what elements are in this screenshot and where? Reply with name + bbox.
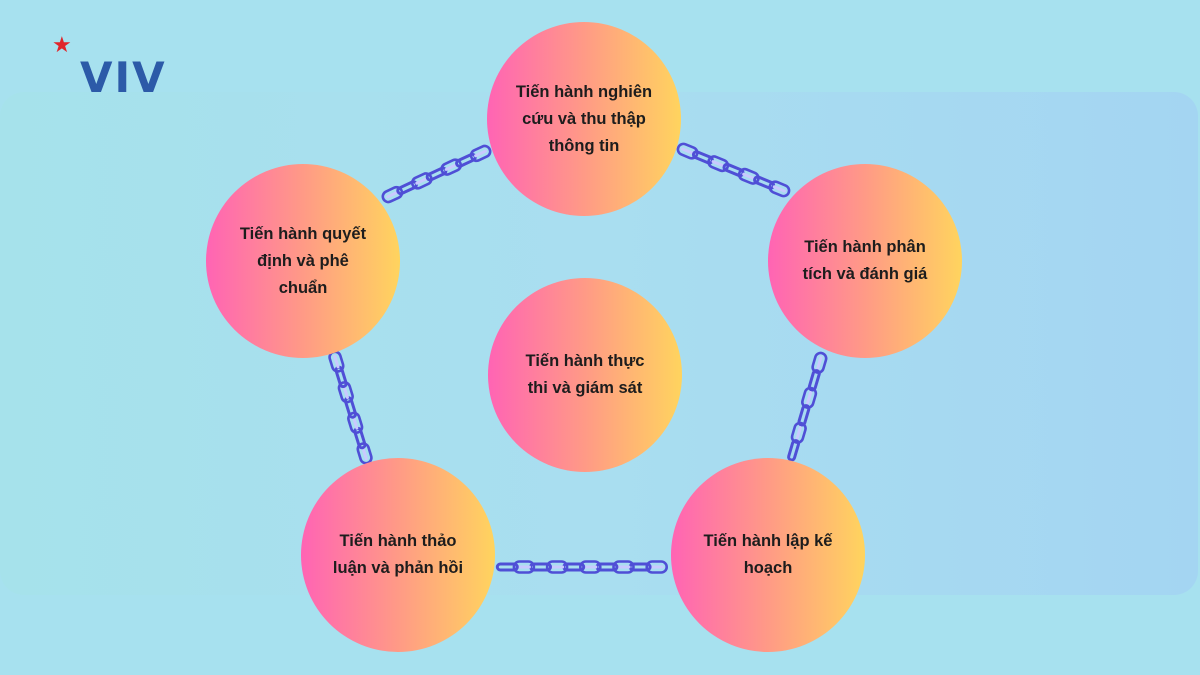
chain-link-highlight xyxy=(352,416,359,430)
node-label-planning: Tiến hành lập kế hoạch xyxy=(703,532,833,577)
chain-link xyxy=(337,381,354,404)
chain-link-highlight xyxy=(742,172,756,180)
chain-link-highlight xyxy=(649,565,664,569)
node-label-research: Tiến hành nghiên cứu và thu thập thông t… xyxy=(515,82,653,155)
node-decision: Tiến hành quyết định và phê chuẩn xyxy=(206,164,400,358)
chain-link xyxy=(469,144,492,163)
chain-link xyxy=(676,142,699,160)
chain-link-highlight xyxy=(772,185,786,193)
node-implementation: Tiến hành thực thi và giám sát xyxy=(488,278,682,472)
chain-link-highlight xyxy=(444,163,458,171)
chain-link xyxy=(440,158,463,176)
chain-link-highlight xyxy=(816,356,823,370)
node-label-implementation: Tiến hành thực thi và giám sát xyxy=(525,352,645,397)
chain-link-highlight xyxy=(681,147,695,155)
chain-link xyxy=(645,560,669,574)
chain-link xyxy=(495,562,519,572)
chain-link-highlight xyxy=(711,160,725,168)
chain-analysis-planning xyxy=(787,351,828,462)
chain-link xyxy=(347,411,364,434)
chain-link-highlight xyxy=(385,190,399,199)
chain-link xyxy=(811,351,828,374)
node-discussion: Tiến hành thảo luận và phản hồi xyxy=(301,458,495,652)
chain-link xyxy=(790,421,807,444)
node-label-analysis: Tiến hành phân tích và đánh giá xyxy=(802,238,928,283)
chain-link-highlight xyxy=(333,354,340,369)
chain-link xyxy=(737,167,760,185)
chain-link-highlight xyxy=(795,426,802,440)
chain-link xyxy=(381,185,404,204)
chain-link-highlight xyxy=(415,177,429,185)
chain-link xyxy=(512,560,536,574)
chain-link-highlight xyxy=(361,446,368,461)
node-research: Tiến hành nghiên cứu và thu thập thông t… xyxy=(487,22,681,216)
chain-link-highlight xyxy=(806,391,813,405)
chain-link-highlight xyxy=(550,565,565,569)
node-analysis: Tiến hành phân tích và đánh giá xyxy=(768,164,962,358)
chain-link xyxy=(797,404,811,427)
chain-link xyxy=(545,560,569,574)
chain-link xyxy=(578,560,602,574)
node-label-discussion: Tiến hành thảo luận và phản hồi xyxy=(332,532,464,577)
chain-planning-discussion xyxy=(495,560,669,574)
chain-link xyxy=(807,369,821,392)
chain-link xyxy=(801,386,818,409)
chain-link xyxy=(768,180,791,198)
chain-discussion-decision xyxy=(328,350,373,465)
chain-link-highlight xyxy=(583,565,598,569)
chain-link-highlight xyxy=(342,385,349,399)
star-icon: ★ xyxy=(52,32,72,57)
chain-decision-research xyxy=(381,144,492,204)
chain-research-analysis xyxy=(676,142,791,198)
chain-link-highlight xyxy=(516,565,531,569)
chain-link xyxy=(707,155,730,173)
chain-link-highlight xyxy=(616,565,631,569)
node-label-decision: Tiến hành quyết định và phê chuẩn xyxy=(239,224,367,297)
chain-link xyxy=(612,560,635,574)
node-planning: Tiến hành lập kế hoạch xyxy=(671,458,865,652)
chain-link xyxy=(787,439,801,462)
chain-link-highlight xyxy=(474,149,488,158)
chain-link xyxy=(410,172,433,190)
logo-text: VIV xyxy=(80,53,167,102)
